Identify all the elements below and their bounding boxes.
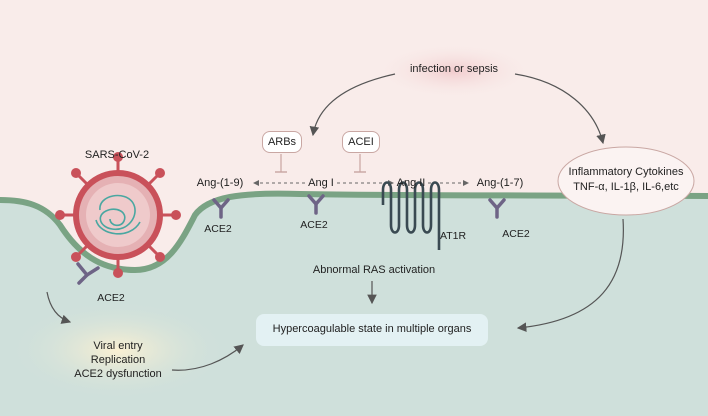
ace2-label-virus: ACE2	[97, 292, 125, 304]
cytokines-bubble	[557, 146, 695, 216]
hypercoagulable-label: Hypercoagulable state in multiple organs	[272, 323, 472, 335]
viral-rna	[95, 194, 141, 235]
ace2-label-3: ACE2	[502, 228, 530, 240]
cytokines-title: Inflammatory Cytokines	[568, 166, 684, 178]
ang2-label: Ang II	[396, 177, 426, 189]
acei-box: ACEI	[342, 131, 380, 153]
ace2-label-2: ACE2	[300, 219, 328, 231]
ang19-label: Ang-(1-9)	[196, 177, 244, 189]
infection-glow	[374, 43, 534, 99]
viral-glow	[8, 300, 228, 400]
at1r-receptor	[381, 181, 441, 250]
ace2-label-1: ACE2	[204, 223, 232, 235]
ace2-receptor-3	[488, 198, 506, 219]
ace2-dysfunction-label: ACE2 dysfunction	[74, 368, 162, 380]
arrow-cytokines-to-hypercoagulable	[516, 218, 624, 332]
replication-label: Replication	[90, 354, 146, 366]
infection-label: infection or sepsis	[409, 63, 499, 75]
arrow-viral-effects-to-hypercoagulable	[171, 344, 244, 371]
sars-label: SARS-CoV-2	[84, 149, 150, 161]
virus-particle	[55, 152, 181, 278]
ang17-label: Ang-(1-7)	[476, 177, 524, 189]
arrow-infection-to-cytokines	[514, 73, 606, 145]
hypercoagulable-box	[256, 314, 488, 346]
ang1-label: Ang I	[308, 177, 334, 189]
arrow-infection-to-angI	[309, 73, 396, 137]
cell-membrane	[0, 190, 708, 274]
ace2-receptor-virus	[76, 262, 100, 285]
viral-entry-label: Viral entry	[93, 340, 143, 352]
at1r-label: AT1R	[440, 230, 467, 242]
arrow-virus-to-viral-effects	[46, 291, 72, 324]
ace2-receptor-2	[307, 194, 325, 215]
arbs-box: ARBs	[262, 131, 302, 153]
cytokines-list: TNF-α, IL-1β, IL-6,etc	[573, 181, 679, 193]
ras-label: Abnormal RAS activation	[312, 264, 436, 276]
ace2-receptor-1	[212, 198, 230, 219]
